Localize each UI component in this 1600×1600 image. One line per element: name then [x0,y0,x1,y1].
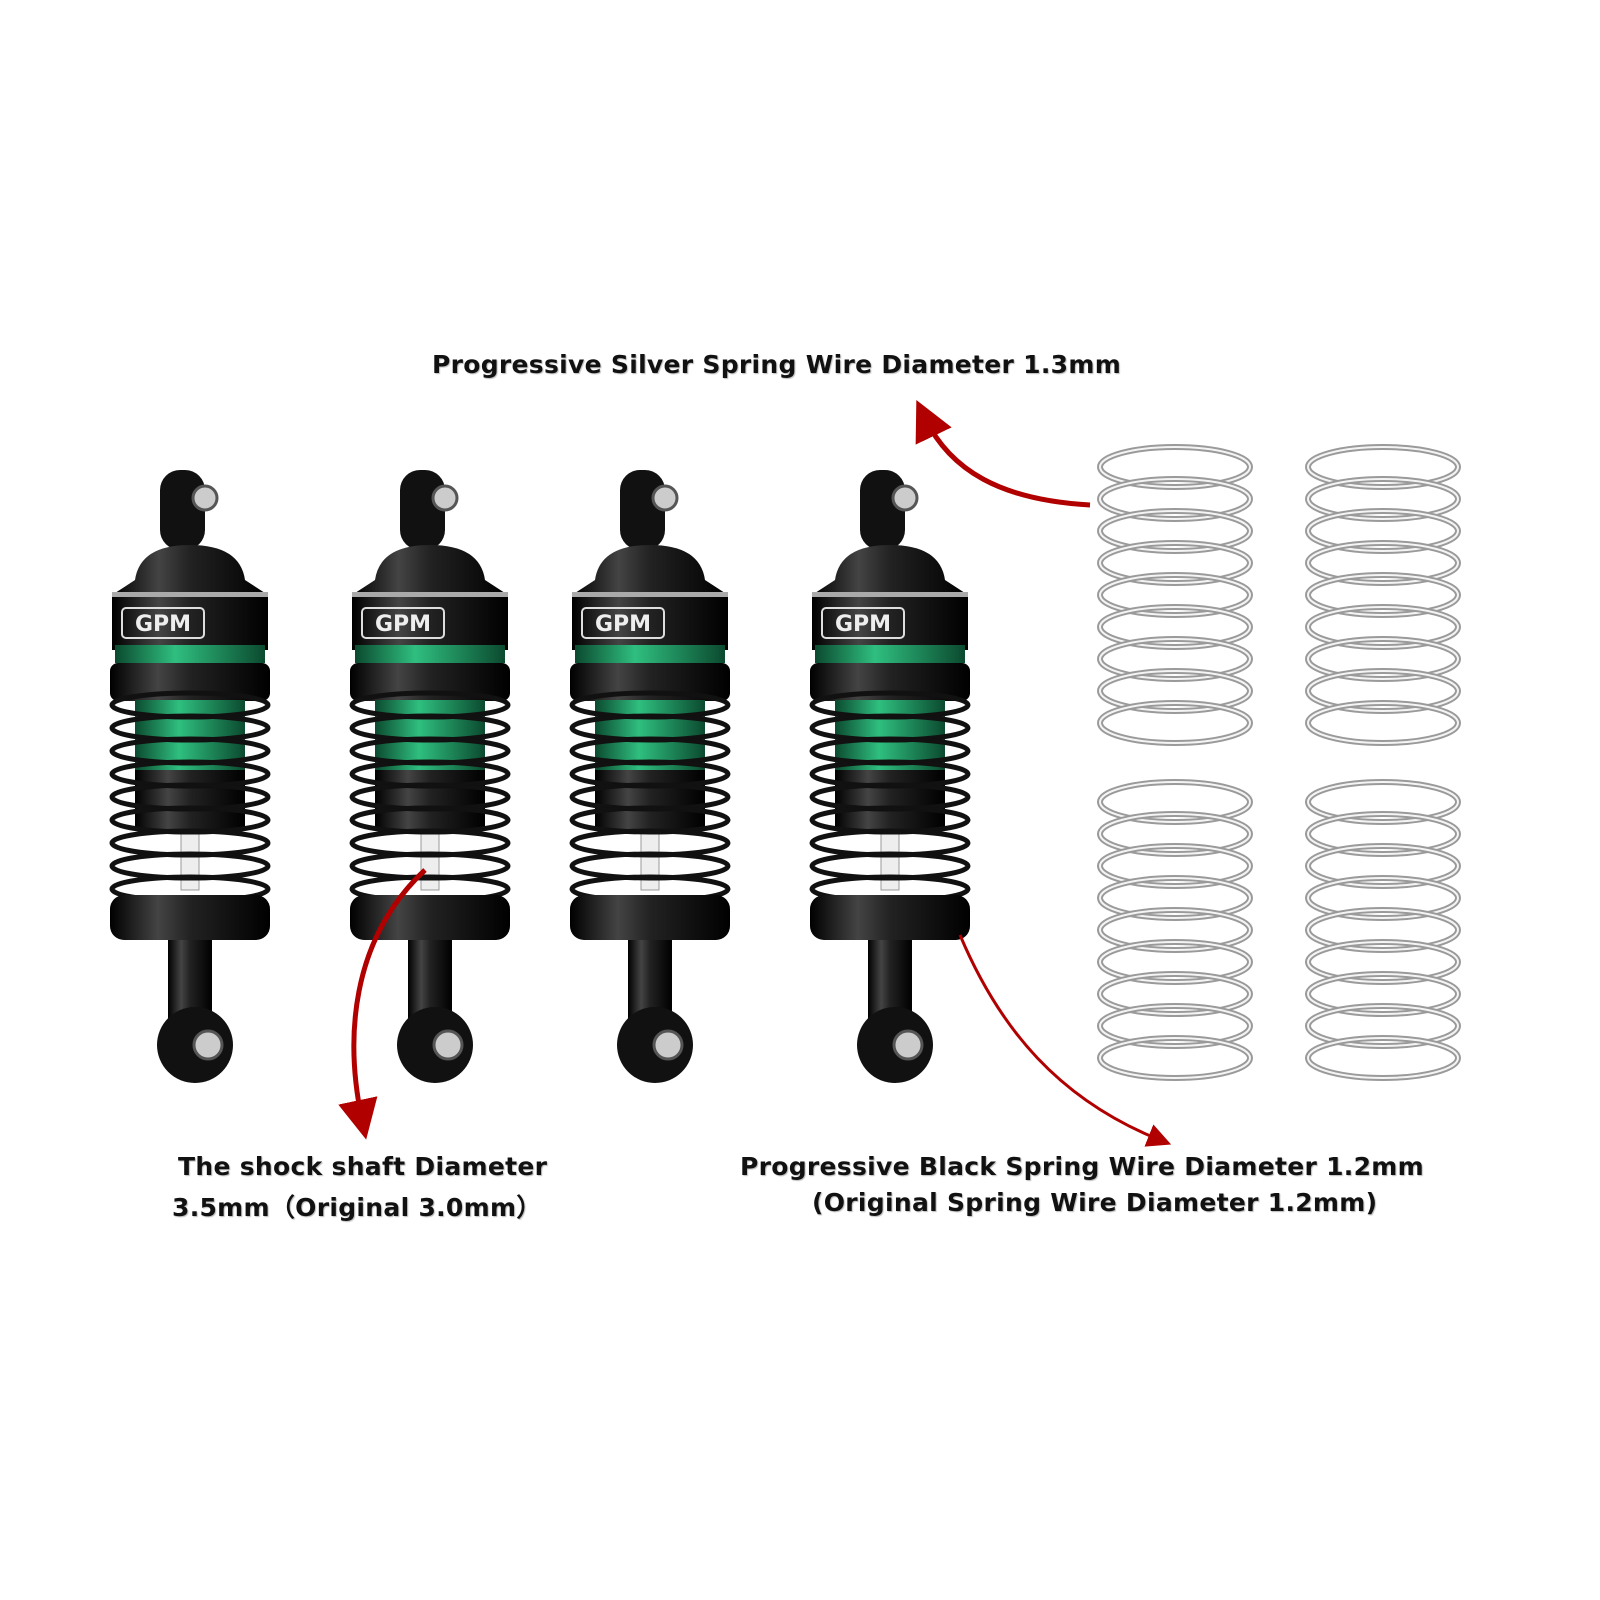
shock-cap [352,545,508,650]
lower-bushing [432,1029,464,1061]
top-bushing [191,484,219,512]
silver-spring [1097,444,1253,746]
shock-top-mount [400,470,445,550]
shock-absorber: GPM [809,470,971,1083]
green-collar [115,645,265,663]
label-black-spring-line2: (Original Spring Wire Diameter 1.2mm) [812,1188,1378,1217]
lower-body [595,770,705,830]
shock-top-mount [620,470,665,550]
arrow-shaft [338,868,427,1140]
gpm-logo: GPM [121,607,205,639]
shock-cap [112,545,268,650]
shock-absorber: GPM [349,470,511,1083]
lower-body [135,770,245,830]
spring-retainer [570,895,730,940]
svg-text:GPM: GPM [835,612,891,637]
silver-spring [1097,779,1253,1081]
lower-rod [868,940,912,1020]
lower-rod [408,940,452,1020]
lower-body [375,770,485,830]
lower-bushing [652,1029,684,1061]
lower-rod [168,940,212,1020]
green-collar [355,645,505,663]
gpm-logo: GPM [581,607,665,639]
shock-cap [812,545,968,650]
lower-rod [628,940,672,1020]
cap-silver-ring [112,592,268,597]
cap-silver-ring [572,592,728,597]
arrow-silver-spring [915,399,1091,508]
green-body [595,700,705,770]
shock-absorber: GPM [109,470,271,1083]
gpm-logo: GPM [821,607,905,639]
green-body [835,700,945,770]
cap-silver-ring [812,592,968,597]
label-silver-spring: Progressive Silver Spring Wire Diameter … [432,350,1122,379]
shock-top-mount [160,470,205,550]
adjuster-nut [570,663,730,701]
adjuster-nut [350,663,510,701]
svg-text:GPM: GPM [375,612,431,637]
green-body [375,700,485,770]
adjuster-nut [810,663,970,701]
spring-retainer [110,895,270,940]
shock-cap [572,545,728,650]
shock-shaft [880,829,900,891]
spring-retainer [350,895,510,940]
green-body [135,700,245,770]
cap-silver-ring [352,592,508,597]
svg-text:GPM: GPM [135,612,191,637]
svg-text:GPM: GPM [595,612,651,637]
top-bushing [891,484,919,512]
shock-shaft [420,829,440,891]
lower-bushing [892,1029,924,1061]
top-bushing [431,484,459,512]
arrow-black-spring [958,934,1172,1147]
green-collar [815,645,965,663]
lower-bushing [192,1029,224,1061]
shock-top-mount [860,470,905,550]
shock-shaft [180,829,200,891]
lower-body [835,770,945,830]
adjuster-nut [110,663,270,701]
shock-absorber: GPM [569,470,731,1083]
green-collar [575,645,725,663]
silver-spring [1305,444,1461,746]
shock-shaft [640,829,660,891]
spring-retainer [810,895,970,940]
label-shaft-line2: 3.5mm（Original 3.0mm） [172,1193,542,1222]
label-black-spring-line1: Progressive Black Spring Wire Diameter 1… [740,1152,1424,1181]
gpm-logo: GPM [361,607,445,639]
silver-spring [1305,779,1461,1081]
top-bushing [651,484,679,512]
label-shaft-line1: The shock shaft Diameter [178,1152,548,1181]
